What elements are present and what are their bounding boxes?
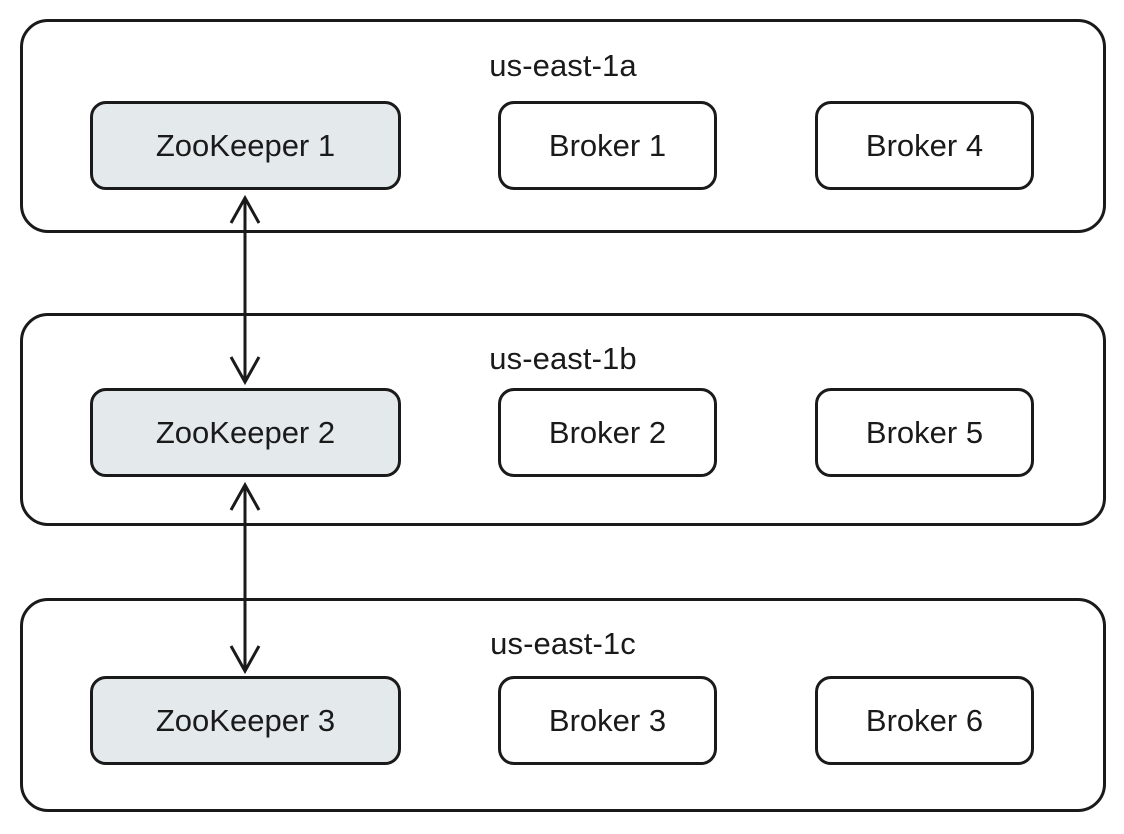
- zone-label-us-east-1c: us-east-1c: [490, 626, 636, 661]
- node-broker-6[interactable]: Broker 6: [815, 676, 1034, 765]
- node-zookeeper-3[interactable]: ZooKeeper 3: [90, 676, 401, 765]
- node-label-zookeeper-3: ZooKeeper 3: [155, 703, 336, 738]
- zone-label-us-east-1b: us-east-1b: [489, 341, 637, 376]
- connection-zookeeper2-zookeeper3: [229, 481, 261, 675]
- node-zookeeper-2[interactable]: ZooKeeper 2: [90, 388, 401, 477]
- node-broker-3[interactable]: Broker 3: [498, 676, 717, 765]
- node-broker-1[interactable]: Broker 1: [498, 101, 717, 190]
- node-label-zookeeper-2: ZooKeeper 2: [155, 415, 336, 450]
- zone-label-us-east-1a: us-east-1a: [489, 48, 637, 83]
- node-label-broker-1: Broker 1: [548, 128, 667, 163]
- node-label-broker-3: Broker 3: [548, 703, 667, 738]
- node-broker-5[interactable]: Broker 5: [815, 388, 1034, 477]
- node-label-broker-4: Broker 4: [865, 128, 984, 163]
- node-label-broker-6: Broker 6: [865, 703, 984, 738]
- node-broker-4[interactable]: Broker 4: [815, 101, 1034, 190]
- node-label-broker-5: Broker 5: [865, 415, 984, 450]
- connection-zookeeper1-zookeeper2: [229, 194, 261, 386]
- node-label-broker-2: Broker 2: [548, 415, 667, 450]
- node-zookeeper-1[interactable]: ZooKeeper 1: [90, 101, 401, 190]
- node-label-zookeeper-1: ZooKeeper 1: [155, 128, 336, 163]
- node-broker-2[interactable]: Broker 2: [498, 388, 717, 477]
